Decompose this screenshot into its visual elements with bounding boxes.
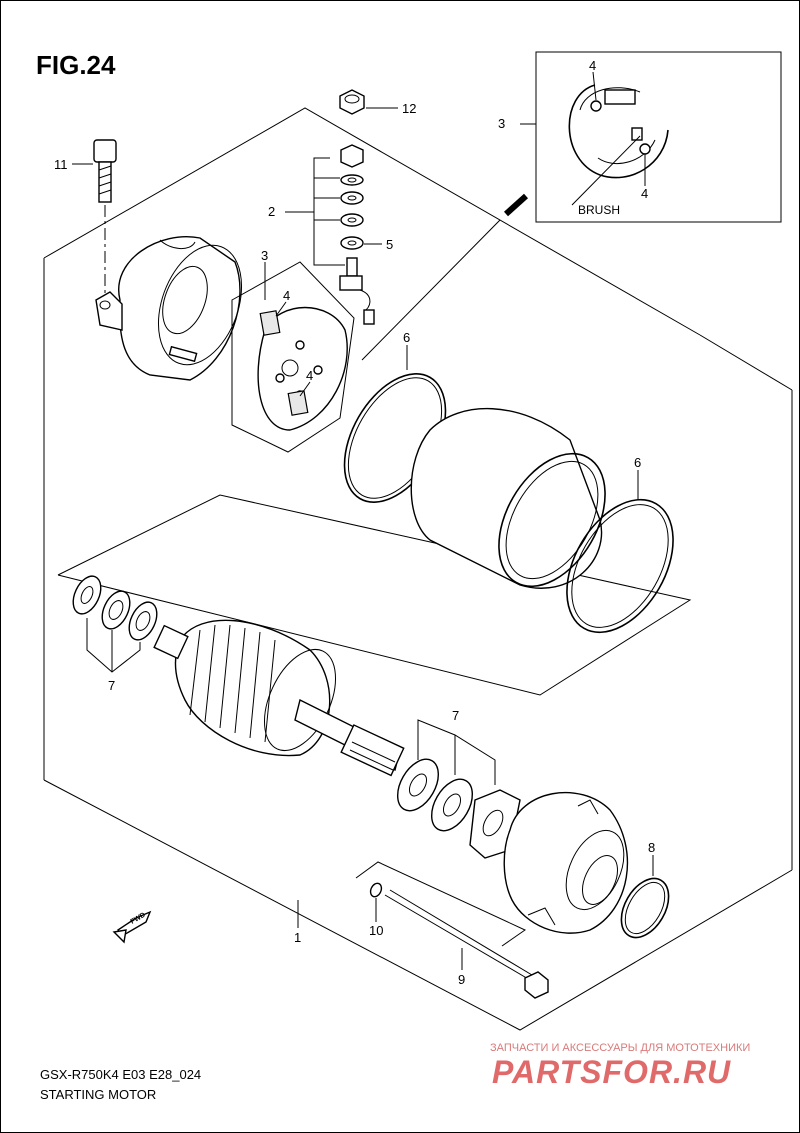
callout-2: 2	[268, 204, 275, 219]
callout-1: 1	[294, 930, 301, 945]
callout-6-upper: 6	[403, 330, 410, 345]
yoke-housing	[410, 407, 606, 589]
callout-4-inset-top: 4	[589, 58, 596, 73]
figure-title: FIG.24	[36, 50, 116, 80]
callout-6-right: 6	[634, 455, 641, 470]
fwd-arrow-icon: FWD	[112, 910, 152, 944]
callout-4-inset-bottom: 4	[641, 186, 648, 201]
armature-outline	[57, 494, 692, 696]
end-cover-yoke	[95, 236, 243, 381]
through-bolt-part-9: 9	[355, 861, 549, 999]
callout-7-right: 7	[452, 708, 459, 723]
callout-7-left: 7	[108, 678, 115, 693]
o-ring-part-8: 8	[620, 840, 670, 939]
front-housing	[503, 791, 629, 934]
callout-3: 3	[261, 248, 268, 263]
inset-pointer	[503, 193, 529, 217]
o-ring-part-10: 10	[369, 882, 383, 938]
watermark-tagline: ЗАПЧАСТИ И АКСЕССУАРЫ ДЛЯ МОТОТЕХНИКИ	[490, 1042, 750, 1054]
brush-holder-part-3: 3 4 4	[231, 248, 355, 453]
assembly-outline-upper	[43, 107, 701, 780]
callout-4-top: 4	[283, 288, 290, 303]
callout-8: 8	[648, 840, 655, 855]
armature	[153, 619, 405, 777]
callout-3-inset: 3	[498, 116, 505, 131]
washers-part-7-left: 7	[72, 575, 158, 693]
assembly-outline-lower	[43, 334, 793, 1031]
inset-leader	[361, 219, 501, 361]
nut-part-12: 12	[339, 89, 416, 116]
brush-label: BRUSH	[578, 203, 620, 217]
washers-part-7-right: 7	[396, 708, 521, 859]
callout-10: 10	[369, 923, 383, 938]
callout-9: 9	[458, 972, 465, 987]
brush-inset-box: 3 4 4 BRUSH	[498, 51, 782, 223]
o-ring-part-6-right: 6	[566, 455, 674, 634]
callout-5: 5	[386, 237, 393, 252]
callout-4-bottom: 4	[306, 368, 313, 383]
footer-model: GSX-R750K4 E03 E28_024	[40, 1067, 201, 1082]
bolt-part-11: 11	[54, 139, 117, 295]
callout-12: 12	[402, 101, 416, 116]
watermark-brand: PARTSFOR.RU	[492, 1054, 731, 1090]
callout-11: 11	[54, 157, 68, 172]
terminal-set-part-2: 2 5	[268, 144, 393, 325]
footer-section: STARTING MOTOR	[40, 1087, 156, 1102]
